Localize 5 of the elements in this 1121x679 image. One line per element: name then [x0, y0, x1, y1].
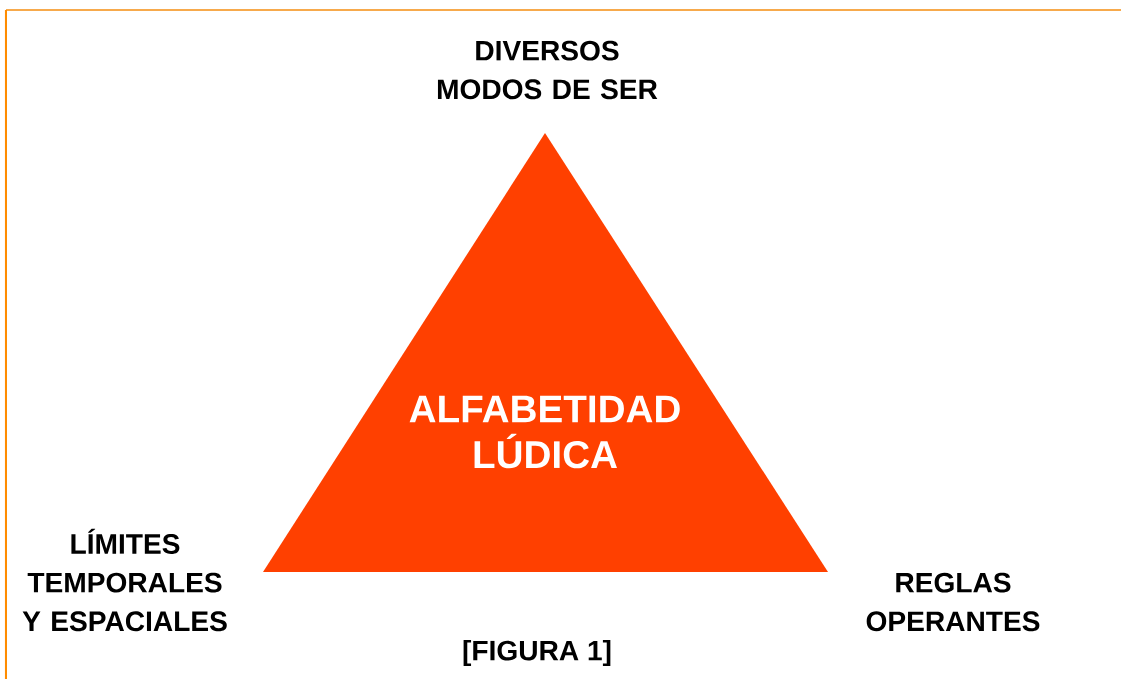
- corner-label: REGLAS OPERANTES: [866, 572, 1040, 632]
- corner-label: DIVERSOS MODOS DE SER: [437, 40, 658, 100]
- triangle: ALFABETIDAD LÚDICA: [263, 133, 828, 572]
- corner-label: LÍMITES TEMPORALES Y ESPACIALES: [22, 528, 227, 632]
- caption: [FIGURA 1]: [463, 639, 611, 667]
